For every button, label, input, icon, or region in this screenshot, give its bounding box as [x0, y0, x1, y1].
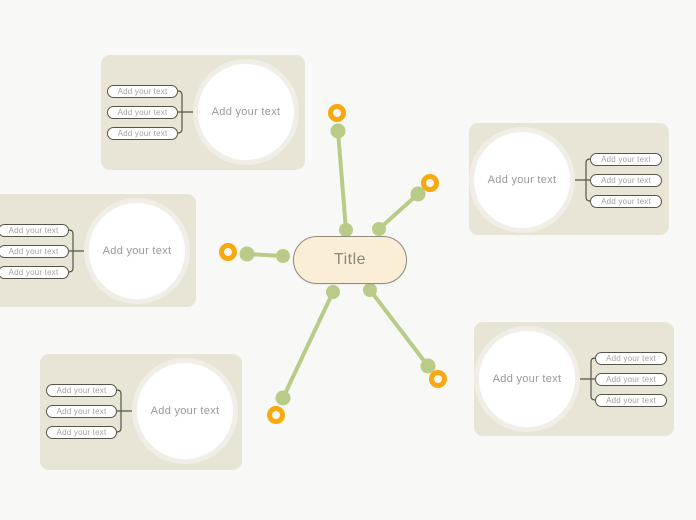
connector-dot — [372, 222, 386, 236]
subtopic-pill[interactable]: Add your text — [46, 405, 117, 418]
subtopic-pill[interactable]: Add your text — [107, 85, 178, 98]
topic-circle-label: Add your text — [150, 405, 220, 417]
subtopic-label: Add your text — [601, 197, 651, 206]
ring-marker-icon[interactable] — [429, 370, 447, 388]
topic-circle-node[interactable]: Add your text — [198, 64, 294, 160]
bracket-connector — [116, 389, 137, 433]
subtopic-pill[interactable]: Add your text — [0, 266, 69, 279]
center-topic-node[interactable]: Title — [293, 236, 407, 284]
ring-marker-icon[interactable] — [219, 243, 237, 261]
subtopic-pill[interactable]: Add your text — [46, 426, 117, 439]
subtopic-label: Add your text — [56, 428, 107, 437]
connector-dot — [363, 283, 377, 297]
connector-dot — [330, 123, 346, 139]
subtopic-label: Add your text — [606, 396, 656, 405]
subtopic-label: Add your text — [606, 375, 656, 384]
subtopic-label: Add your text — [56, 407, 107, 416]
topic-group-panel[interactable]: Add your text Add your text Add your tex… — [474, 322, 674, 436]
subtopic-label: Add your text — [606, 354, 656, 363]
center-topic-label: Title — [333, 251, 367, 268]
subtopic-pill[interactable]: Add your text — [590, 174, 662, 187]
subtopic-label: Add your text — [601, 155, 651, 164]
subtopic-pill[interactable]: Add your text — [595, 373, 667, 386]
connector-dot — [420, 358, 436, 374]
topic-group-panel[interactable]: Add your text Add your text Add your tex… — [469, 123, 669, 235]
topic-circle-node[interactable]: Add your text — [137, 363, 233, 459]
subtopic-pill[interactable]: Add your text — [107, 106, 178, 119]
subtopic-label: Add your text — [56, 386, 107, 395]
subtopic-pill[interactable]: Add your text — [46, 384, 117, 397]
branch-line — [368, 288, 430, 368]
topic-circle-node[interactable]: Add your text — [474, 132, 570, 228]
ring-marker-icon[interactable] — [421, 174, 439, 192]
connector-dot — [239, 246, 255, 262]
bracket-connector — [575, 357, 596, 401]
bracket-connector — [68, 229, 89, 273]
subtopic-pill[interactable]: Add your text — [590, 153, 662, 166]
topic-circle-node[interactable]: Add your text — [479, 331, 575, 427]
topic-circle-label: Add your text — [102, 245, 172, 257]
subtopic-label: Add your text — [117, 129, 168, 138]
subtopic-pill[interactable]: Add your text — [595, 394, 667, 407]
subtopic-label: Add your text — [601, 176, 651, 185]
subtopic-label: Add your text — [8, 268, 59, 277]
topic-circle-label: Add your text — [487, 174, 557, 186]
subtopic-pill[interactable]: Add your text — [595, 352, 667, 365]
branch-line — [281, 290, 335, 400]
topic-group-panel[interactable]: Add your text Add your text Add your tex… — [40, 354, 242, 470]
bracket-connector — [177, 90, 198, 134]
subtopic-label: Add your text — [117, 108, 168, 117]
branch-line — [377, 192, 420, 231]
subtopic-pill[interactable]: Add your text — [590, 195, 662, 208]
subtopic-pill[interactable]: Add your text — [107, 127, 178, 140]
subtopic-label: Add your text — [117, 87, 168, 96]
topic-circle-label: Add your text — [211, 106, 281, 118]
subtopic-pill[interactable]: Add your text — [0, 224, 69, 237]
subtopic-label: Add your text — [8, 247, 59, 256]
bracket-connector — [570, 158, 591, 202]
subtopic-pill[interactable]: Add your text — [0, 245, 69, 258]
connector-dot — [326, 285, 340, 299]
topic-group-panel[interactable]: Add your text Add your text Add your tex… — [101, 55, 305, 170]
connector-dot — [410, 186, 426, 202]
topic-circle-label: Add your text — [492, 373, 562, 385]
branch-line — [336, 129, 348, 232]
topic-circle-node[interactable]: Add your text — [89, 203, 185, 299]
ring-marker-icon[interactable] — [267, 406, 285, 424]
connector-dot — [275, 390, 291, 406]
connector-dot — [339, 223, 353, 237]
ring-marker-icon[interactable] — [328, 104, 346, 122]
connector-dot — [276, 249, 290, 263]
subtopic-label: Add your text — [8, 226, 59, 235]
topic-group-panel[interactable]: Add your text Add your text Add your tex… — [0, 194, 196, 307]
